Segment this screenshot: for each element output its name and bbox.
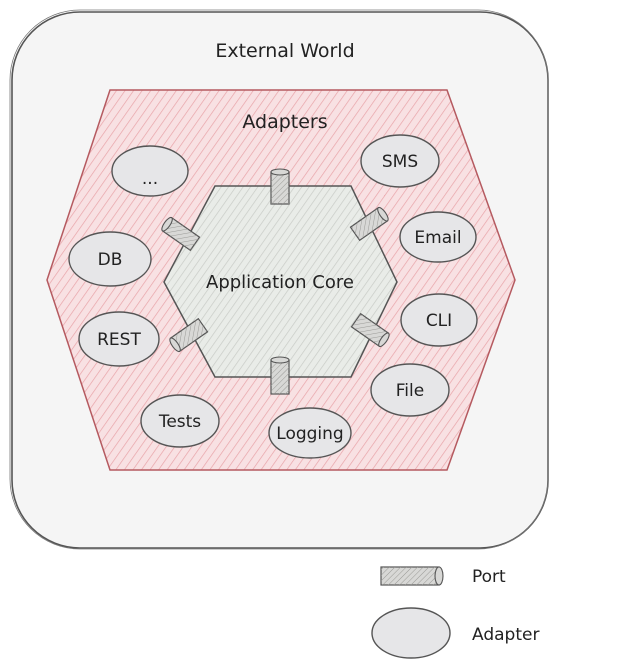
adapter-more-label: ...	[142, 169, 158, 189]
application-core-hexagon	[163, 185, 398, 378]
legend: Port Adapter	[371, 566, 539, 659]
port-upper-right	[349, 206, 389, 242]
adapter-cli: CLI	[400, 293, 478, 347]
application-core-label: Application Core	[206, 272, 354, 293]
external-world-label: External World	[215, 40, 354, 62]
port-bottom	[270, 356, 290, 395]
adapter-db: DB	[68, 231, 152, 287]
adapter-more: ...	[111, 145, 189, 197]
adapter-email-label: Email	[414, 228, 461, 248]
port-lower-right	[350, 312, 390, 348]
adapter-sms-label: SMS	[382, 152, 418, 172]
adapter-email: Email	[399, 211, 477, 263]
legend-adapter-symbol	[371, 607, 451, 659]
legend-port-symbol	[380, 566, 444, 586]
port-upper-left	[161, 216, 201, 252]
port-lower-left	[169, 317, 209, 353]
adapter-sms: SMS	[360, 134, 440, 188]
adapter-rest: REST	[78, 311, 160, 367]
adapter-tests-label: Tests	[158, 412, 201, 432]
adapter-file: File	[370, 363, 450, 417]
legend-adapter-label: Adapter	[472, 625, 539, 645]
adapter-cli-label: CLI	[426, 311, 452, 331]
adapter-file-label: File	[396, 381, 424, 401]
adapter-logging-label: Logging	[276, 424, 343, 444]
legend-port-label: Port	[472, 567, 506, 587]
port-top	[270, 168, 290, 205]
adapter-db-label: DB	[98, 250, 123, 270]
adapter-rest-label: REST	[97, 330, 141, 350]
adapters-label: Adapters	[242, 111, 327, 133]
adapter-logging: Logging	[268, 407, 352, 459]
adapter-tests: Tests	[140, 394, 220, 448]
